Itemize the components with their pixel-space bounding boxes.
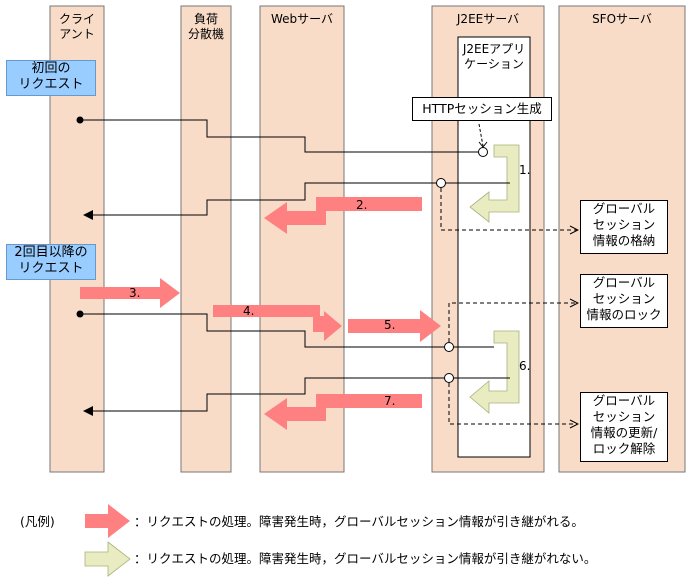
- sfo-update-box: グローバル セッション 情報の更新/ ロック解除: [580, 392, 668, 462]
- step-label-7: 7.: [384, 394, 396, 408]
- lane-title-j2ee: J2EEサーバ: [456, 12, 520, 26]
- pink-arrow-step3: [80, 278, 180, 308]
- second-request-point: [444, 342, 454, 352]
- session-create-point: [478, 147, 488, 157]
- sfo-store-box: グローバル セッション 情報の格納: [580, 200, 668, 254]
- yellow-arrow-step6: [469, 330, 520, 414]
- pink-arrow-step2: [264, 197, 422, 234]
- step-label-3: 3.: [129, 286, 141, 300]
- lane-title-web: Webサーバ: [270, 12, 334, 26]
- legend-pink-arrow: [85, 504, 130, 538]
- legend-yellow-text: ：リクエストの処理。障害発生時，グローバルセッション情報が引き継がれない。: [134, 551, 597, 566]
- lane-title-sfo: SFOサーバ: [592, 12, 652, 26]
- yellow-arrow-step1: [469, 144, 520, 223]
- step-label-5: 5.: [384, 318, 396, 332]
- pink-arrow-step7: [264, 394, 422, 430]
- store-session-dashed: [440, 188, 578, 230]
- lock-session-dashed: [448, 303, 578, 342]
- step-label-6: 6.: [519, 359, 531, 373]
- second-response-point: [444, 373, 454, 383]
- first-response-line: [83, 182, 510, 220]
- second-request-label: 2回目以降の リクエスト: [6, 244, 96, 280]
- step-label-4: 4.: [243, 304, 255, 318]
- second-request-line: [80, 313, 444, 348]
- update-session-dashed: [448, 383, 578, 424]
- pink-arrow-step4: [213, 305, 342, 341]
- legend-yellow-arrow: [84, 541, 131, 577]
- step-label-2: 2.: [356, 198, 368, 212]
- session-create-pointer: [478, 123, 484, 147]
- first-request-label: 初回の リクエスト: [6, 60, 96, 96]
- http-session-create-box: HTTPセッション生成: [412, 97, 552, 121]
- first-response-point: [436, 178, 446, 188]
- sfo-lock-box: グローバル セッション 情報のロック: [580, 274, 668, 328]
- first-request-line: [80, 119, 480, 153]
- lane-title-lb: 負荷 分散機: [187, 12, 224, 41]
- legend-pink-text: ：リクエストの処理。障害発生時，グローバルセッション情報が引き継がれる。: [134, 514, 584, 529]
- lane-title-client: クライ アント: [58, 12, 95, 41]
- lane-lb: [180, 5, 232, 473]
- j2ee-application-label: J2EEアプリ ケーション: [462, 42, 526, 71]
- pink-arrow-step5: [348, 310, 441, 342]
- step-label-1: 1.: [519, 163, 531, 177]
- legend-title: (凡例): [20, 514, 55, 529]
- session-create-pointer-tip: [478, 141, 488, 148]
- second-response-line: [83, 377, 510, 416]
